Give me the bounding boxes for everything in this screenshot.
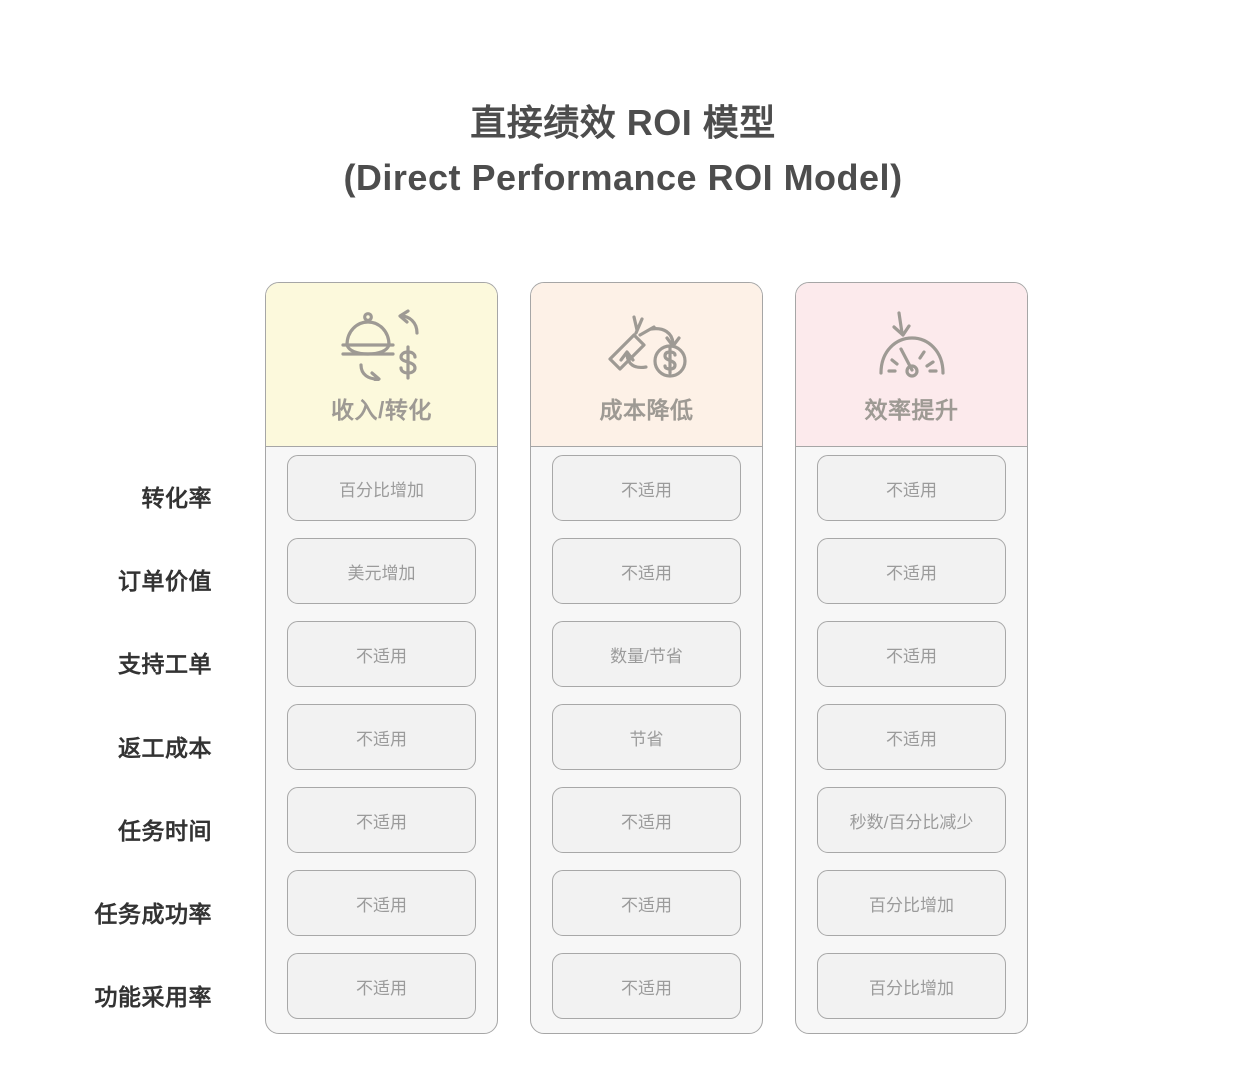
column-title-efficiency-gain: 效率提升	[864, 397, 959, 423]
page-title-line-1: 直接绩效 ROI 模型	[470, 102, 776, 143]
cell-efficiency-order-value[interactable]: 不适用	[817, 538, 1006, 604]
column-header-revenue-conversion: 收入/转化	[266, 283, 497, 447]
column-body-cost-reduction: 不适用 不适用 数量/节省 节省 不适用 不适用 不适用	[531, 447, 762, 1033]
row-label-task-time: 任务时间	[118, 817, 212, 844]
cell-cost-task-time[interactable]: 不适用	[552, 787, 741, 853]
cloche-exchange-dollar-icon	[339, 305, 425, 385]
speedometer-down-arrow-icon	[869, 305, 955, 385]
matrix-columns: 收入/转化 百分比增加 美元增加 不适用 不适用 不适用 不适用 不适用	[265, 282, 1028, 1034]
row-label-column: 转化率 订单价值 支持工单 返工成本 任务时间 任务成功率 功能采用率	[0, 282, 265, 1037]
row-label-rework-cost: 返工成本	[118, 734, 212, 761]
cell-revenue-support-tickets[interactable]: 不适用	[287, 621, 476, 687]
cell-efficiency-feature-adoption-rate[interactable]: 百分比增加	[817, 953, 1006, 1019]
cell-revenue-conversion-rate[interactable]: 百分比增加	[287, 455, 476, 521]
cell-revenue-order-value[interactable]: 美元增加	[287, 538, 476, 604]
cell-revenue-rework-cost[interactable]: 不适用	[287, 704, 476, 770]
row-label-support-tickets: 支持工单	[118, 651, 212, 678]
cell-efficiency-rework-cost[interactable]: 不适用	[817, 704, 1006, 770]
column-cost-reduction[interactable]: 成本降低 不适用 不适用 数量/节省 节省 不适用 不适用 不适用	[530, 282, 763, 1034]
cell-cost-task-success-rate[interactable]: 不适用	[552, 870, 741, 936]
column-body-efficiency-gain: 不适用 不适用 不适用 不适用 秒数/百分比减少 百分比增加 百分比增加	[796, 447, 1027, 1033]
row-label-task-success-rate: 任务成功率	[94, 901, 212, 928]
page-title-line-2: (Direct Performance ROI Model)	[343, 156, 903, 198]
row-label-order-value: 订单价值	[118, 567, 212, 594]
row-label-feature-adoption-rate: 功能采用率	[94, 984, 212, 1011]
cell-efficiency-support-tickets[interactable]: 不适用	[817, 621, 1006, 687]
column-revenue-conversion[interactable]: 收入/转化 百分比增加 美元增加 不适用 不适用 不适用 不适用 不适用	[265, 282, 498, 1034]
cell-cost-rework-cost[interactable]: 节省	[552, 704, 741, 770]
roi-matrix: 转化率 订单价值 支持工单 返工成本 任务时间 任务成功率 功能采用率	[0, 282, 1246, 1037]
row-label-conversion-rate: 转化率	[141, 484, 212, 511]
cell-cost-support-tickets[interactable]: 数量/节省	[552, 621, 741, 687]
cell-revenue-feature-adoption-rate[interactable]: 不适用	[287, 953, 476, 1019]
column-efficiency-gain[interactable]: 效率提升 不适用 不适用 不适用 不适用 秒数/百分比减少 百分比增加 百分比增…	[795, 282, 1028, 1034]
cell-revenue-task-success-rate[interactable]: 不适用	[287, 870, 476, 936]
carrot-exchange-coin-icon	[604, 305, 690, 385]
column-body-revenue-conversion: 百分比增加 美元增加 不适用 不适用 不适用 不适用 不适用	[266, 447, 497, 1033]
cell-cost-feature-adoption-rate[interactable]: 不适用	[552, 953, 741, 1019]
cell-revenue-task-time[interactable]: 不适用	[287, 787, 476, 853]
column-header-cost-reduction: 成本降低	[531, 283, 762, 447]
column-header-efficiency-gain: 效率提升	[796, 283, 1027, 447]
page-title: 直接绩效 ROI 模型 (Direct Performance ROI Mode…	[0, 0, 1246, 205]
cell-efficiency-task-success-rate[interactable]: 百分比增加	[817, 870, 1006, 936]
cell-efficiency-conversion-rate[interactable]: 不适用	[817, 455, 1006, 521]
column-title-cost-reduction: 成本降低	[599, 397, 694, 423]
cell-cost-conversion-rate[interactable]: 不适用	[552, 455, 741, 521]
cell-efficiency-task-time[interactable]: 秒数/百分比减少	[817, 787, 1006, 853]
column-title-revenue-conversion: 收入/转化	[331, 397, 432, 423]
cell-cost-order-value[interactable]: 不适用	[552, 538, 741, 604]
